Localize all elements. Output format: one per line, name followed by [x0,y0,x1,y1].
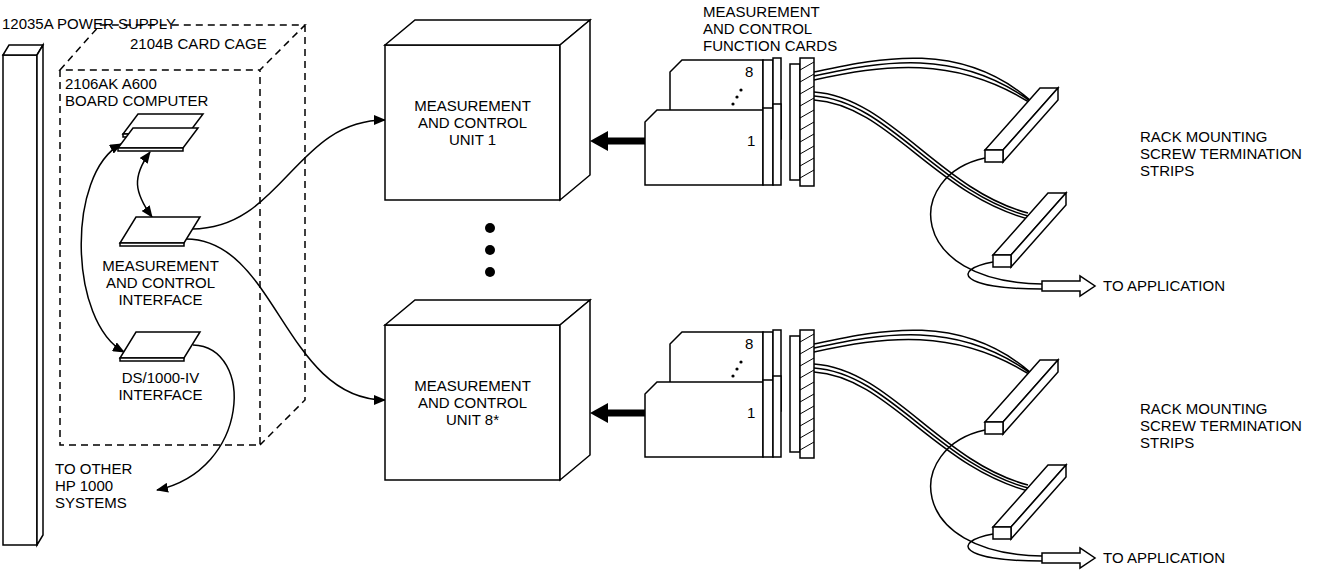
connector-plug [790,336,800,452]
plug-hatching [800,62,814,178]
termination-strip [985,150,1003,162]
board-edge [120,358,184,361]
cable [814,364,1036,493]
cabinet-top [3,45,43,55]
termination-strip [1011,193,1066,267]
dot [485,223,495,233]
termination-strip [1003,360,1058,434]
note-label: TO APPLICATION [1103,277,1225,294]
connector [81,144,124,352]
interface-card-shape [120,328,200,363]
connector-plug [800,330,814,458]
unit-front [385,45,560,200]
board [120,332,200,358]
cage-outline [60,25,305,445]
interface-card-shape [120,213,200,251]
cabinet-front [3,55,37,545]
plug-hatching [800,334,814,450]
unit-top [385,300,590,325]
note-label: RACK MOUNTING SCREW TERMINATION STRIPS [1140,400,1310,451]
function-cards: MEASUREMENT AND CONTROL FUNCTION CARDS81 [645,60,795,185]
edge-connector [763,380,773,457]
termination-strip [993,255,1011,267]
board-edge [120,243,184,246]
function-cards-shape [645,60,795,185]
ellipsis-dot [739,88,742,91]
board [120,217,200,243]
termination-strip [1003,88,1058,162]
card-number: 8 [745,335,753,352]
card-cage: 2104B CARD CAGE 2106AK A600 BOARD COMPUTE… [60,25,305,445]
cabling-bottom [790,330,1095,568]
function-cards: 81 [645,332,795,457]
board-edge [118,148,183,151]
interface-card: MEASUREMENT AND CONTROL INTERFACE [120,213,200,251]
cabinet-side [37,45,43,545]
unit-name: MEASUREMENT AND CONTROL UNIT 1 [410,97,535,148]
card-number: 8 [745,63,753,80]
card-number: 1 [747,132,755,149]
ellipsis-dot [735,367,738,370]
ellipsis-dot [731,102,734,105]
ellipsis-dot [731,374,734,377]
cards-label: MEASUREMENT AND CONTROL FUNCTION CARDS [703,3,843,54]
dot [485,267,495,277]
power-supply-shape [3,45,43,545]
edge-connector [773,376,781,457]
board-computer-shape [118,114,203,154]
measurement-unit: MEASUREMENT AND CONTROL UNIT 8* [385,300,590,480]
interface-card: DS/1000-IV INTERFACE [120,328,200,363]
measurement-unit: MEASUREMENT AND CONTROL UNIT 1 [385,20,590,200]
termination-strip [985,422,1003,434]
function-card [645,110,763,185]
hollow-arrow [1042,548,1095,568]
termination-strip [993,527,1011,539]
edge-connector [763,108,773,185]
card-insertion-arrow [608,410,645,417]
cage-label: 2104B CARD CAGE [130,35,267,52]
unit-front [385,325,560,480]
network-arrow [157,345,234,490]
board-label: DS/1000-IV INTERFACE [113,369,208,403]
board [118,128,198,148]
text-holder: MEASUREMENT AND CONTROL UNIT 8* [385,325,560,480]
connector [192,120,385,229]
connector [137,152,152,217]
note-label: TO OTHER HP 1000 SYSTEMS [55,460,140,511]
unit-name: MEASUREMENT AND CONTROL UNIT 8* [410,377,535,428]
cabling-top [790,58,1095,296]
dot [485,245,495,255]
continuation-dots [485,223,495,277]
card-number: 1 [747,404,755,421]
unit-side [560,20,590,200]
connector-plug [790,64,800,180]
function-cards-shape [645,332,795,457]
note-label: RACK MOUNTING SCREW TERMINATION STRIPS [1140,128,1310,179]
hollow-arrow [1042,276,1095,296]
connector-plug [800,58,814,186]
board-label: MEASUREMENT AND CONTROL INTERFACE [98,257,223,308]
board-label: 2106AK A600 BOARD COMPUTER [65,75,212,109]
ellipsis-dot [739,360,742,363]
board-computer: 2106AK A600 BOARD COMPUTER [118,114,203,154]
power-supply: 12035A POWER SUPPLY [3,45,43,545]
unit-side [560,300,590,480]
text-holder: MEASUREMENT AND CONTROL UNIT 1 [385,45,560,200]
termination-strip [1011,465,1066,539]
unit-top [385,20,590,45]
edge-connector [773,104,781,185]
ellipsis-dot [735,95,738,98]
function-card [645,382,763,457]
card-insertion-arrow [608,138,645,145]
unit-label: 12035A POWER SUPPLY [2,15,176,32]
cable [814,92,1036,221]
note-label: TO APPLICATION [1103,549,1225,566]
